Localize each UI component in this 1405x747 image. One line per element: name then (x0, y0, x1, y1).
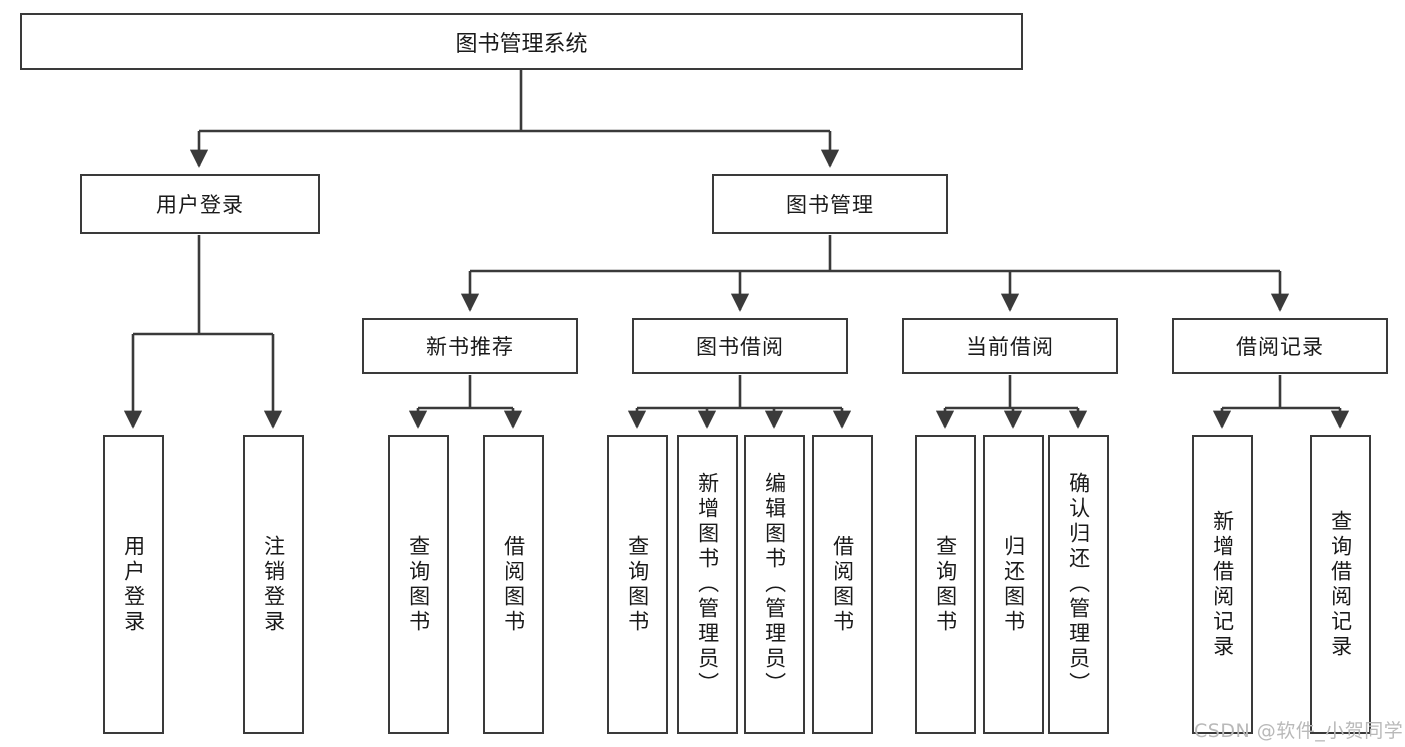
leaf-label: 借阅图书 (830, 534, 855, 635)
leaf-borrow-record-query[interactable]: 查询借阅记录 (1310, 435, 1371, 734)
leaf-new-book-borrow[interactable]: 借阅图书 (483, 435, 544, 734)
leaf-label: 新增借阅记录 (1210, 509, 1235, 660)
node-book-borrow[interactable]: 图书借阅 (632, 318, 848, 374)
leaf-new-book-query[interactable]: 查询图书 (388, 435, 449, 734)
leaf-label: 注销登录 (261, 534, 286, 635)
node-borrow-record[interactable]: 借阅记录 (1172, 318, 1388, 374)
leaf-book-borrow-query[interactable]: 查询图书 (607, 435, 668, 734)
leaf-book-borrow-add[interactable]: 新增图书（管理员） (677, 435, 738, 734)
leaf-current-borrow-query[interactable]: 查询图书 (915, 435, 976, 734)
leaf-label: 查询图书 (625, 534, 650, 635)
leaf-book-borrow-edit[interactable]: 编辑图书（管理员） (744, 435, 805, 734)
node-current-borrow-label: 当前借阅 (966, 335, 1054, 359)
leaf-current-borrow-return[interactable]: 归还图书 (983, 435, 1044, 734)
node-root[interactable]: 图书管理系统 (20, 13, 1023, 70)
leaf-label: 编辑图书（管理员） (762, 472, 787, 697)
node-book-management-label: 图书管理 (786, 193, 874, 217)
leaf-label: 查询图书 (933, 534, 958, 635)
node-new-book-recommend-label: 新书推荐 (426, 335, 514, 359)
leaf-label: 新增图书（管理员） (695, 472, 720, 697)
node-new-book-recommend[interactable]: 新书推荐 (362, 318, 578, 374)
leaf-label: 用户登录 (121, 534, 146, 635)
leaf-current-borrow-confirm[interactable]: 确认归还（管理员） (1048, 435, 1109, 734)
leaf-user-login-login[interactable]: 用户登录 (103, 435, 164, 734)
node-book-borrow-label: 图书借阅 (696, 335, 784, 359)
node-user-login-label: 用户登录 (156, 193, 244, 217)
csdn-watermark: CSDN @软件_小贺同学 (1194, 720, 1404, 742)
node-root-label: 图书管理系统 (455, 31, 588, 57)
leaf-label: 查询借阅记录 (1328, 509, 1353, 660)
leaf-label: 归还图书 (1001, 534, 1026, 635)
leaf-borrow-record-add[interactable]: 新增借阅记录 (1192, 435, 1253, 734)
leaf-label: 查询图书 (406, 534, 431, 635)
leaf-label: 借阅图书 (501, 534, 526, 635)
leaf-user-login-logout[interactable]: 注销登录 (243, 435, 304, 734)
leaf-book-borrow-borrow[interactable]: 借阅图书 (812, 435, 873, 734)
node-user-login[interactable]: 用户登录 (80, 174, 320, 234)
node-book-management[interactable]: 图书管理 (712, 174, 948, 234)
leaf-label: 确认归还（管理员） (1066, 472, 1091, 697)
node-borrow-record-label: 借阅记录 (1236, 335, 1324, 359)
node-current-borrow[interactable]: 当前借阅 (902, 318, 1118, 374)
